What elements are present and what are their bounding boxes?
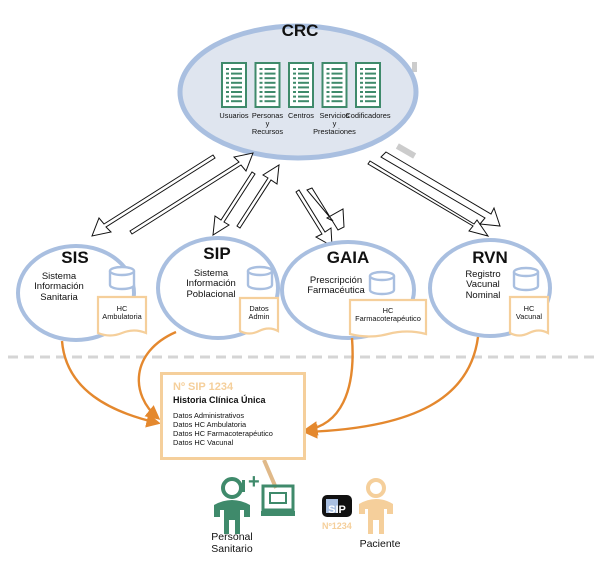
sip-card-icon: SIP (322, 495, 352, 517)
rvn-title: RVN (472, 248, 508, 267)
sis-database-icon (108, 265, 136, 291)
hcu-item-admin: Datos Administrativos (173, 411, 245, 420)
gaia-description: Prescripción Farmacéutica (307, 275, 365, 297)
decor-mark (395, 143, 417, 159)
sip-db-label: Datos Admin (248, 304, 270, 322)
sis-hc-document (96, 295, 148, 337)
gaia-db-label: HC Farmacoterapéutico (355, 306, 421, 324)
sis-title: SIS (61, 248, 89, 267)
sync-arrow-gaia (295, 187, 345, 247)
crc-table-icon (288, 62, 314, 108)
crc-table-icons (221, 62, 381, 108)
patient-figure-icon (359, 478, 393, 534)
hcu-item-farmaco: Datos HC Farmacoterapéutico (173, 429, 273, 438)
sis-db-label: HC Ambulatoria (102, 304, 142, 322)
plus-icon: + (248, 471, 260, 493)
crc-table-icon (321, 62, 348, 108)
personal-sanitario-label: Personal Sanitario (211, 531, 253, 556)
database-icons (108, 265, 540, 296)
hcu-item-vacunal: Datos HC Vacunal (173, 438, 234, 447)
terminal-icon (261, 484, 295, 516)
sis-description: Sistema Información Sanitaria (34, 271, 84, 303)
sip-card-text: SIP (328, 504, 346, 516)
sip-title: SIP (203, 244, 231, 263)
sync-arrow-rvn (367, 151, 501, 237)
sip-card-number: Nº1234 (322, 521, 352, 531)
crc-title: CRC (281, 21, 319, 40)
crc-table-label: Usuarios (219, 111, 249, 120)
arrow-sip-to-hcu (137, 330, 177, 420)
hcu-title: Historia Clínica Única (173, 395, 266, 405)
rvn-db-label: HC Vacunal (515, 304, 543, 322)
gaia-hc-document (348, 298, 428, 338)
crc-table-label: Centros (288, 111, 314, 120)
arrow-rvn-to-hcu (303, 336, 480, 439)
paciente-label: Paciente (359, 538, 401, 550)
sync-arrow-sis (91, 152, 254, 237)
hcu-item-ambulatoria: Datos HC Ambulatoria (173, 420, 247, 429)
crc-table-label: Personas y Recursos (251, 111, 284, 137)
crc-table-label: Servicios y Prestaciones (313, 111, 356, 137)
sip-hc-document (238, 296, 280, 335)
crc-table-label: Codificadores (345, 111, 391, 120)
arrow-gaia-to-hcu (303, 337, 354, 436)
rvn-database-icon (512, 266, 540, 292)
arrow-sis-to-hcu (60, 340, 161, 428)
hcu-terminal-link (262, 459, 278, 489)
crc-table-icon (254, 62, 281, 108)
gaia-database-icon (368, 270, 396, 296)
crc-table-icon (355, 62, 381, 108)
hcu-number: Nº SIP 1234 (173, 381, 234, 393)
hcu-arrows (60, 330, 480, 439)
sip-database-icon (246, 265, 274, 291)
hcu-document: Nº SIP 1234 Historia Clínica Única Datos… (160, 372, 306, 460)
crc-table-icon (221, 62, 247, 108)
sync-arrow-sip (212, 164, 280, 236)
sync-arrows (91, 151, 501, 247)
hc-documents (96, 295, 550, 338)
decor-mark (412, 62, 417, 72)
gaia-title: GAIA (326, 248, 370, 267)
rvn-hc-document (508, 295, 550, 337)
rvn-description: Registro Vacunal Nominal (465, 269, 501, 301)
sip-description: Sistema Información Poblacional (186, 268, 236, 300)
doctor-figure-icon (214, 477, 250, 534)
